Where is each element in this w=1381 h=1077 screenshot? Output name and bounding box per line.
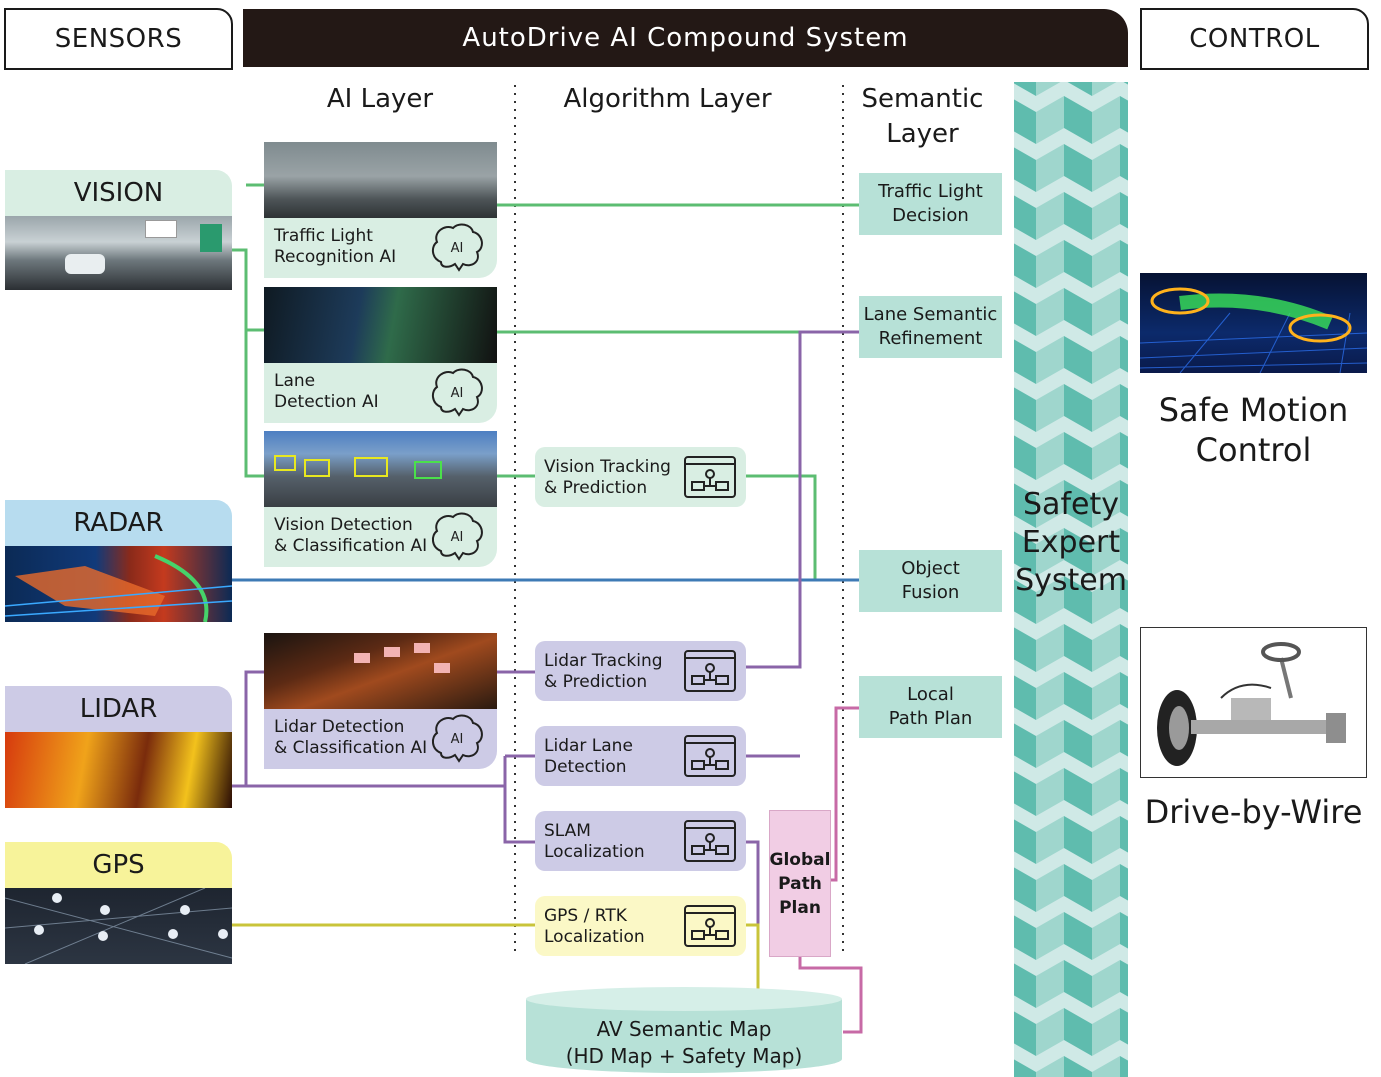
semantic-map-cylinder xyxy=(526,987,842,1073)
ai-brain-icon: AI xyxy=(431,512,483,561)
ai-card-label-line2: & Classification AI xyxy=(274,536,428,556)
semantic-label-line1: Object xyxy=(901,558,960,579)
lidar-pointcloud-image xyxy=(5,732,232,808)
svg-text:AI: AI xyxy=(451,241,464,256)
semantic-label-line2: Decision xyxy=(892,205,969,226)
vision-camera-image xyxy=(5,216,232,290)
safety-line2: Expert xyxy=(1021,525,1121,560)
traffic-light-scene-image xyxy=(264,142,497,218)
sensor-gps: GPS xyxy=(5,842,232,964)
sensor-radar-label: RADAR xyxy=(5,500,232,546)
safe-motion-line2: Control xyxy=(1195,431,1312,469)
algo-card-label-line2: Detection xyxy=(544,757,627,777)
global-path-line3: Plan xyxy=(779,897,821,918)
sensor-radar: RADAR xyxy=(5,500,232,622)
ai-brain-icon: AI xyxy=(431,368,483,417)
ai-card-label-line1: Traffic Light xyxy=(274,226,373,246)
semantic-label-line2: Refinement xyxy=(878,328,983,349)
sensor-lidar: LIDAR xyxy=(5,686,232,808)
system-title: AutoDrive AI Compound System xyxy=(462,23,909,53)
ai-card-label-line2: Detection AI xyxy=(274,392,379,412)
semantic-label-line1: Lane Semantic xyxy=(863,304,998,325)
ai-card-label-line1: Vision Detection xyxy=(274,515,413,535)
algo-card-vision-tracking: Vision Tracking& Prediction xyxy=(535,447,746,507)
ai-card-lidar-detection: Lidar Detection& Classification AI AI xyxy=(264,633,497,769)
global-path-line2: Path xyxy=(778,873,822,894)
algorithm-flowchart-icon xyxy=(684,905,736,947)
semantic-layer-title-line1: Semantic xyxy=(861,84,984,114)
svg-text:AI: AI xyxy=(451,386,464,401)
radar-image xyxy=(5,546,232,622)
semantic-label-line2: Fusion xyxy=(901,582,960,603)
ai-card-vision-detection: Vision Detection& Classification AI AI xyxy=(264,431,497,567)
semantic-label-line2: Path Plan xyxy=(888,708,973,729)
semantic-map-label: AV Semantic Map (HD Map + Safety Map) xyxy=(524,1016,844,1070)
global-path-plan: Global Path Plan xyxy=(769,810,831,957)
ai-brain-icon: AI xyxy=(431,714,483,763)
lane-detection-image xyxy=(264,287,497,363)
safe-motion-image xyxy=(1140,273,1367,373)
algorithm-flowchart-icon xyxy=(684,820,736,862)
algorithm-flowchart-icon xyxy=(684,456,736,498)
semantic-map-line2: (HD Map + Safety Map) xyxy=(565,1044,803,1068)
ai-card-label-line2: & Classification AI xyxy=(274,738,428,758)
algo-card-label-line2: & Prediction xyxy=(544,478,648,498)
sensors-header-label: SENSORS xyxy=(54,24,183,54)
algo-card-label-line2: Localization xyxy=(544,842,645,862)
ai-brain-icon: AI xyxy=(431,223,483,272)
algorithm-flowchart-icon xyxy=(684,735,736,777)
gps-map-image xyxy=(5,888,232,964)
algo-card-label-line1: Lidar Tracking xyxy=(544,651,663,671)
ai-card-label-line2: Recognition AI xyxy=(274,247,397,267)
control-header: CONTROL xyxy=(1140,8,1369,70)
sensor-lidar-label: LIDAR xyxy=(5,686,232,732)
control-header-label: CONTROL xyxy=(1189,24,1320,54)
algo-card-label-line1: GPS / RTK xyxy=(544,906,627,926)
svg-text:AI: AI xyxy=(451,530,464,545)
ai-card-label-line1: Lane xyxy=(274,371,316,391)
sensor-vision: VISION xyxy=(5,170,232,290)
svg-text:AI: AI xyxy=(451,732,464,747)
sensor-vision-label: VISION xyxy=(5,170,232,216)
algorithm-flowchart-icon xyxy=(684,650,736,692)
algorithm-layer-title: Algorithm Layer xyxy=(563,84,772,114)
algo-card-label-line1: Lidar Lane xyxy=(544,736,633,756)
safety-line3: System xyxy=(1015,563,1127,598)
lidar-detection-image xyxy=(264,633,497,709)
ai-card-label-line1: Lidar Detection xyxy=(274,717,405,737)
sensors-header: SENSORS xyxy=(4,8,233,70)
system-title-banner: AutoDrive AI Compound System xyxy=(243,9,1128,67)
semantic-layer-title-line2: Layer xyxy=(886,119,959,149)
algo-card-label-line1: Vision Tracking xyxy=(544,457,671,477)
safety-expert-system: Safety Expert System xyxy=(1008,486,1134,600)
safe-motion-title: Safe Motion Control xyxy=(1140,390,1367,470)
semantic-layer-title: Semantic Layer xyxy=(850,82,995,152)
sensor-gps-label: GPS xyxy=(5,842,232,888)
algo-card-label-line1: SLAM xyxy=(544,821,591,841)
semantic-label-line1: Traffic Light xyxy=(878,181,983,202)
safe-motion-line1: Safe Motion xyxy=(1158,391,1349,429)
algo-card-label-line2: & Prediction xyxy=(544,672,648,692)
algo-card-label-line2: Localization xyxy=(544,927,645,947)
drive-by-wire-title: Drive-by-Wire xyxy=(1144,793,1363,831)
global-path-line1: Global xyxy=(769,849,831,870)
drive-by-wire-image xyxy=(1140,627,1367,778)
semantic-label-line1: Local xyxy=(907,684,954,705)
algo-card-lidar-tracking: Lidar Tracking& Prediction xyxy=(535,641,746,701)
vision-detection-image xyxy=(264,431,497,507)
safety-line1: Safety xyxy=(1023,487,1119,522)
semantic-map-line1: AV Semantic Map xyxy=(596,1017,772,1041)
ai-layer-title: AI Layer xyxy=(326,84,434,114)
